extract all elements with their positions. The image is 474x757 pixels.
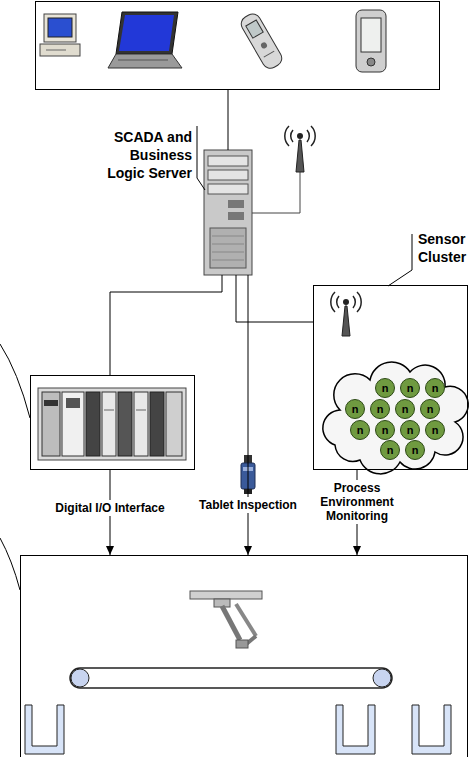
cloud-shape bbox=[323, 362, 468, 474]
node-label: n bbox=[432, 425, 439, 436]
leader-line bbox=[0, 538, 20, 590]
edge-label: Process Environment Monitoring bbox=[308, 480, 406, 524]
node-label: n bbox=[407, 383, 414, 394]
plc-icon bbox=[38, 388, 186, 460]
node-label: n bbox=[402, 404, 409, 415]
leader-line bbox=[388, 234, 412, 286]
device-panel bbox=[35, 1, 440, 90]
node-label: n bbox=[382, 383, 389, 394]
pda-icon bbox=[356, 10, 386, 72]
conveyor-belt bbox=[70, 668, 392, 688]
node-label: n bbox=[387, 445, 394, 456]
node-label: n bbox=[382, 425, 389, 436]
sensor-node: n bbox=[420, 399, 440, 419]
sensor-node: n bbox=[425, 378, 445, 398]
node-label: SCADA and Business Logic Server bbox=[92, 128, 192, 182]
leader-line bbox=[0, 344, 30, 418]
node-label: n bbox=[377, 404, 384, 415]
sensor-node: n bbox=[380, 440, 400, 460]
sensor-node: n bbox=[350, 420, 370, 440]
connector bbox=[110, 275, 222, 375]
node-label: n bbox=[357, 425, 364, 436]
leader-line bbox=[197, 126, 205, 190]
plc-box bbox=[30, 375, 195, 470]
sensor-node: n bbox=[425, 420, 445, 440]
edge-label: Digital I/O Interface bbox=[52, 500, 167, 516]
antenna-icon bbox=[252, 126, 315, 213]
node-label: n bbox=[352, 404, 359, 415]
node-label: Sensor Cluster bbox=[418, 230, 474, 266]
laptop-icon bbox=[108, 12, 182, 68]
connector bbox=[248, 275, 249, 555]
node-label: n bbox=[427, 404, 434, 415]
process-box bbox=[20, 555, 468, 757]
bin bbox=[25, 705, 451, 754]
robot-arm bbox=[190, 591, 262, 648]
server-node: SCADA and Business Logic Server bbox=[204, 150, 252, 275]
connector bbox=[228, 90, 229, 150]
sensor-node: n bbox=[345, 399, 365, 419]
desktop-icon bbox=[40, 14, 80, 56]
sensor-node: n bbox=[400, 420, 420, 440]
edge-label: Tablet Inspection bbox=[196, 497, 300, 513]
sensor-node: n bbox=[375, 378, 395, 398]
sensor-node: n bbox=[370, 399, 390, 419]
sensor-node: n bbox=[375, 420, 395, 440]
node-label: n bbox=[432, 383, 439, 394]
antenna-icon bbox=[331, 292, 361, 336]
sensor-node: n bbox=[395, 399, 415, 419]
node-label: n bbox=[412, 445, 419, 456]
node-label: n bbox=[407, 425, 414, 436]
sensor-cluster-box: Sensor Clusternnnnnnnnnnnnn bbox=[313, 285, 468, 470]
phone-icon bbox=[238, 11, 284, 71]
sensor-node: n bbox=[405, 440, 425, 460]
server-icon bbox=[204, 150, 252, 275]
sensor-node: n bbox=[400, 378, 420, 398]
